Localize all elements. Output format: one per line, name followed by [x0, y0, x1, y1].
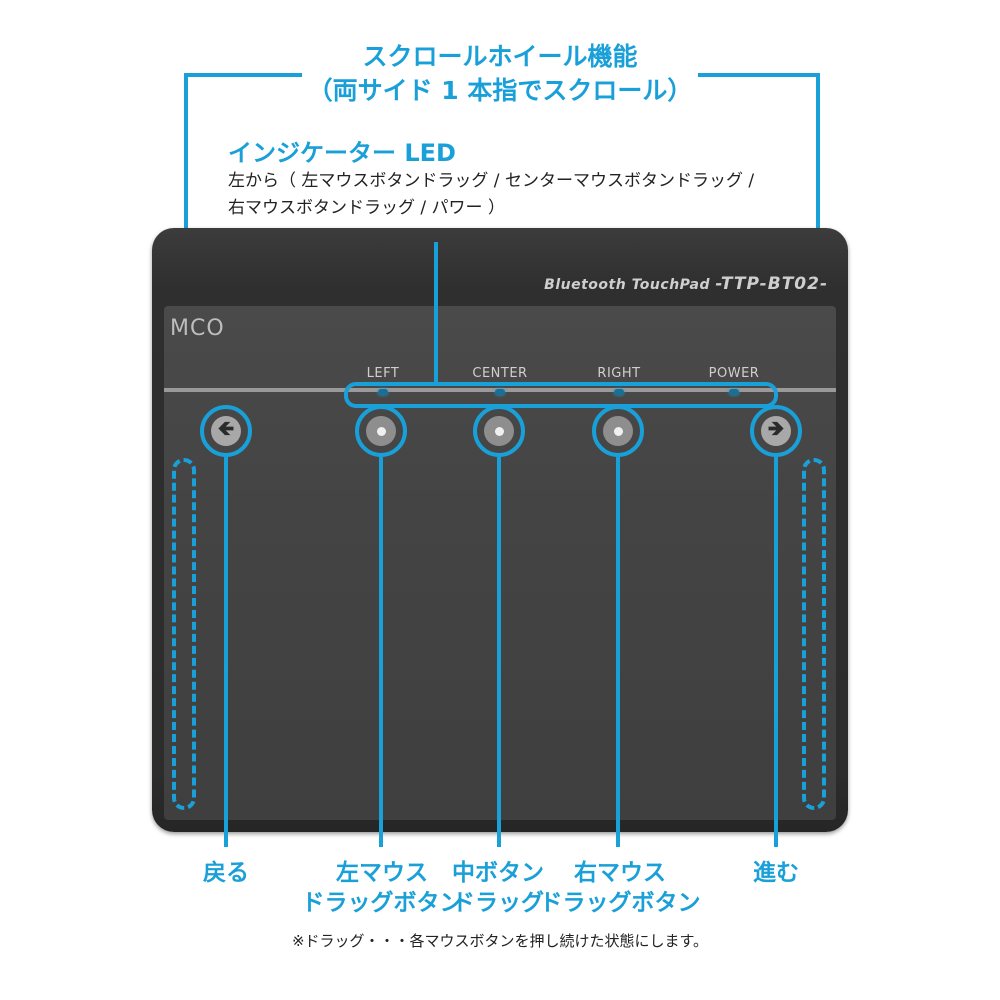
led-label-center: CENTER	[472, 366, 528, 381]
center-ring	[473, 405, 525, 457]
scroll-wheel-subtitle: （両サイド 1 本指でスクロール）	[307, 76, 693, 105]
back-callout-line	[224, 457, 228, 847]
brand-logo: MCO	[170, 316, 225, 341]
footnote: ※ドラッグ・・・各マウスボタンを押し続けた状態にします。	[291, 932, 709, 950]
forward-callout-line	[774, 457, 778, 847]
led-label-left: LEFT	[366, 366, 400, 381]
right-drag-label-line2: ドラッグボタン	[539, 890, 701, 916]
left-drag-label-line2: ドラッグボタン	[301, 890, 463, 916]
led-right	[614, 389, 624, 395]
forward-label: 進む	[753, 860, 799, 886]
right-drag-label: 右マウス ドラッグボタン	[510, 858, 730, 918]
back-ring	[200, 405, 252, 457]
led-label-power: POWER	[708, 366, 760, 381]
led-center	[495, 389, 505, 395]
led-callout-bracket	[344, 382, 778, 408]
left-ring	[355, 405, 407, 457]
center-drag-label: 中ボタン ドラッグ	[388, 858, 608, 918]
center-callout-line	[497, 457, 501, 847]
scroll-zone-left[interactable]	[172, 458, 196, 810]
model-name: -TTP-BT02-	[715, 274, 828, 294]
right-callout-line	[616, 457, 620, 847]
left-drag-label: 左マウス ドラッグボタン	[272, 858, 492, 918]
led-description-line1: 左から（ 左マウスボタンドラッグ / センターマウスボタンドラッグ /	[228, 171, 755, 191]
scroll-wheel-title: スクロールホイール機能	[362, 42, 638, 71]
led-title: インジケーター LED	[228, 139, 456, 167]
center-drag-label-line2: ドラッグ	[452, 890, 544, 916]
scroll-callout-line-right-h	[698, 73, 820, 77]
led-callout-line	[434, 242, 438, 384]
led-left	[378, 389, 388, 395]
scroll-zone-right[interactable]	[802, 458, 826, 810]
led-label-right: RIGHT	[597, 366, 641, 381]
led-description-line2: 右マウスボタンドラッグ / パワー ）	[228, 198, 505, 218]
left-callout-line	[379, 457, 383, 847]
back-label: 戻る	[203, 860, 249, 886]
model-label: Bluetooth TouchPad -TTP-BT02-	[544, 274, 828, 294]
led-power	[729, 389, 739, 395]
forward-ring	[750, 405, 802, 457]
right-ring	[592, 405, 644, 457]
left-drag-label-line1: 左マウス	[336, 860, 428, 886]
scroll-callout-line-left-h	[184, 73, 302, 77]
center-drag-label-line1: 中ボタン	[452, 860, 544, 886]
right-drag-label-line1: 右マウス	[574, 860, 666, 886]
model-prefix: Bluetooth TouchPad	[544, 277, 716, 293]
